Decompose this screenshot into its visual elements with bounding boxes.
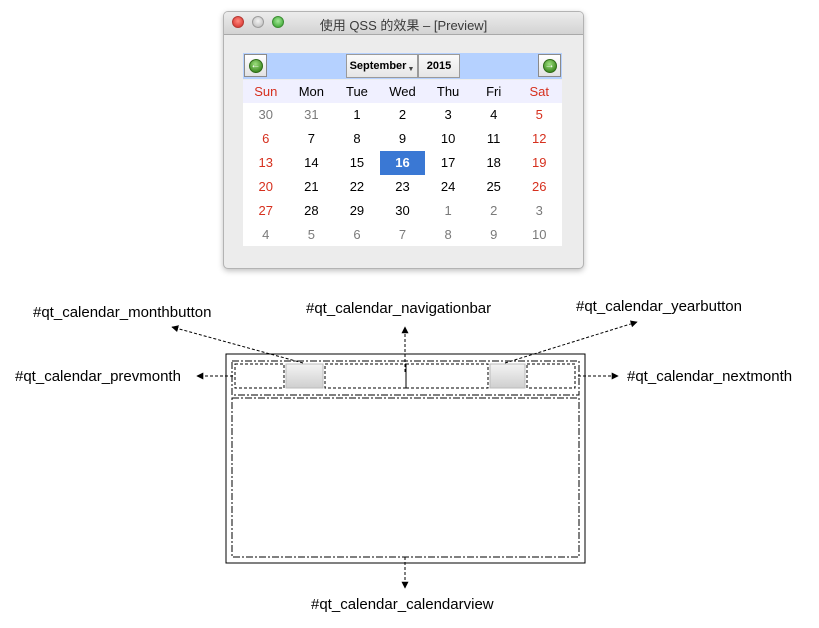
close-window-button[interactable]: [232, 16, 244, 28]
weekday-label: Sat: [529, 84, 550, 99]
label-monthbutton: #qt_calendar_monthbutton: [33, 304, 212, 321]
day-cell[interactable]: 29: [349, 203, 365, 218]
calendar-navigation-bar: ← September ▼ 2015 →: [243, 53, 562, 79]
weekday-label: Mon: [298, 84, 325, 99]
day-cell[interactable]: 26: [532, 179, 547, 194]
weekday-header: Sun Mon Tue Wed Thu Fri Sat: [243, 80, 562, 103]
next-month-button[interactable]: →: [538, 54, 561, 77]
day-cell[interactable]: 17: [440, 155, 456, 170]
label-navigationbar: #qt_calendar_navigationbar: [306, 300, 492, 317]
left-arrow-icon: ←: [248, 58, 263, 73]
weekday-label: Fri: [486, 84, 502, 99]
week-row: 20 21 22 23 24 25 26: [243, 175, 562, 199]
month-label: September: [349, 60, 407, 72]
day-cell[interactable]: 6: [353, 227, 361, 242]
weekday-label: Sun: [254, 84, 278, 99]
week-row: 30 31 1 2 3 4 5: [243, 103, 562, 127]
day-cell[interactable]: 8: [444, 227, 452, 242]
day-cell[interactable]: 21: [304, 179, 319, 194]
label-yearbutton: #qt_calendar_yearbutton: [576, 298, 742, 315]
day-cell[interactable]: 19: [532, 155, 547, 170]
window-titlebar[interactable]: 使用 QSS 的效果 – [Preview]: [224, 12, 583, 35]
day-cell[interactable]: 8: [353, 131, 361, 146]
day-cell[interactable]: 24: [440, 179, 456, 194]
week-row: 13 14 15 16 17 18 19: [243, 151, 562, 175]
day-cell[interactable]: 4: [490, 107, 498, 122]
right-arrow-icon: →: [542, 58, 557, 73]
day-cell[interactable]: 12: [532, 131, 547, 146]
label-nextmonth: #qt_calendar_nextmonth: [627, 368, 793, 385]
day-cell[interactable]: 2: [490, 203, 498, 218]
day-cell[interactable]: 2: [398, 107, 407, 122]
window-title: 使用 QSS 的效果 – [Preview]: [319, 18, 488, 33]
day-cell[interactable]: 25: [486, 179, 501, 194]
day-cell[interactable]: 22: [349, 179, 365, 194]
selected-day-cell[interactable]: 16: [379, 151, 426, 175]
day-cell[interactable]: 28: [304, 203, 319, 218]
preview-window: 使用 QSS 的效果 – [Preview] ← September ▼ 201…: [223, 11, 584, 269]
day-cell[interactable]: 1: [444, 203, 452, 218]
day-cell[interactable]: 10: [440, 131, 456, 146]
day-cell[interactable]: 7: [398, 227, 407, 242]
day-cell[interactable]: 14: [304, 155, 319, 170]
day-cell[interactable]: 11: [486, 131, 501, 146]
day-cell[interactable]: 30: [258, 107, 274, 122]
day-cell[interactable]: 7: [307, 131, 315, 146]
week-row: 6 7 8 9 10 11 12: [243, 127, 562, 151]
day-cell[interactable]: 4: [262, 227, 270, 242]
day-cell[interactable]: 15: [349, 155, 365, 170]
day-cell[interactable]: 5: [535, 107, 543, 122]
zoom-window-button[interactable]: [272, 16, 284, 28]
day-cell[interactable]: 30: [395, 203, 410, 218]
day-cell[interactable]: 9: [490, 227, 498, 242]
dropdown-arrow-icon: ▼: [407, 65, 415, 73]
day-cell[interactable]: 20: [258, 179, 274, 194]
day-cell[interactable]: 1: [353, 107, 361, 122]
day-cell[interactable]: 3: [535, 203, 543, 218]
pointer-arrows: [171, 320, 638, 589]
day-cell[interactable]: 27: [258, 203, 274, 218]
day-cell[interactable]: 13: [258, 155, 274, 170]
year-label: 2015: [426, 60, 452, 72]
label-prevmonth: #qt_calendar_prevmonth: [15, 368, 181, 385]
calendar-outline: [225, 353, 586, 564]
day-cell[interactable]: 31: [304, 107, 319, 122]
week-row: 27 28 29 30 1 2 3: [243, 199, 562, 223]
weekday-label: Thu: [436, 84, 460, 99]
weekday-label: Wed: [389, 84, 416, 99]
minimize-window-button[interactable]: [252, 16, 264, 28]
prev-month-button[interactable]: ←: [244, 54, 267, 77]
day-cell[interactable]: 6: [262, 131, 270, 146]
day-cell[interactable]: 9: [398, 131, 407, 146]
calendar-view: Sun Mon Tue Wed Thu Fri Sat 30 31 1 2 3 …: [243, 80, 562, 246]
day-cell[interactable]: 5: [307, 227, 315, 242]
month-button[interactable]: September ▼: [346, 54, 418, 78]
day-cell[interactable]: 3: [444, 107, 452, 122]
label-calendarview: #qt_calendar_calendarview: [311, 596, 494, 613]
year-button[interactable]: 2015: [418, 54, 460, 78]
day-cell[interactable]: 23: [395, 179, 410, 194]
weekday-label: Tue: [345, 84, 368, 99]
week-row: 4 5 6 7 8 9 10: [243, 223, 562, 247]
day-cell[interactable]: 18: [486, 155, 501, 170]
day-cell[interactable]: 10: [532, 227, 547, 242]
